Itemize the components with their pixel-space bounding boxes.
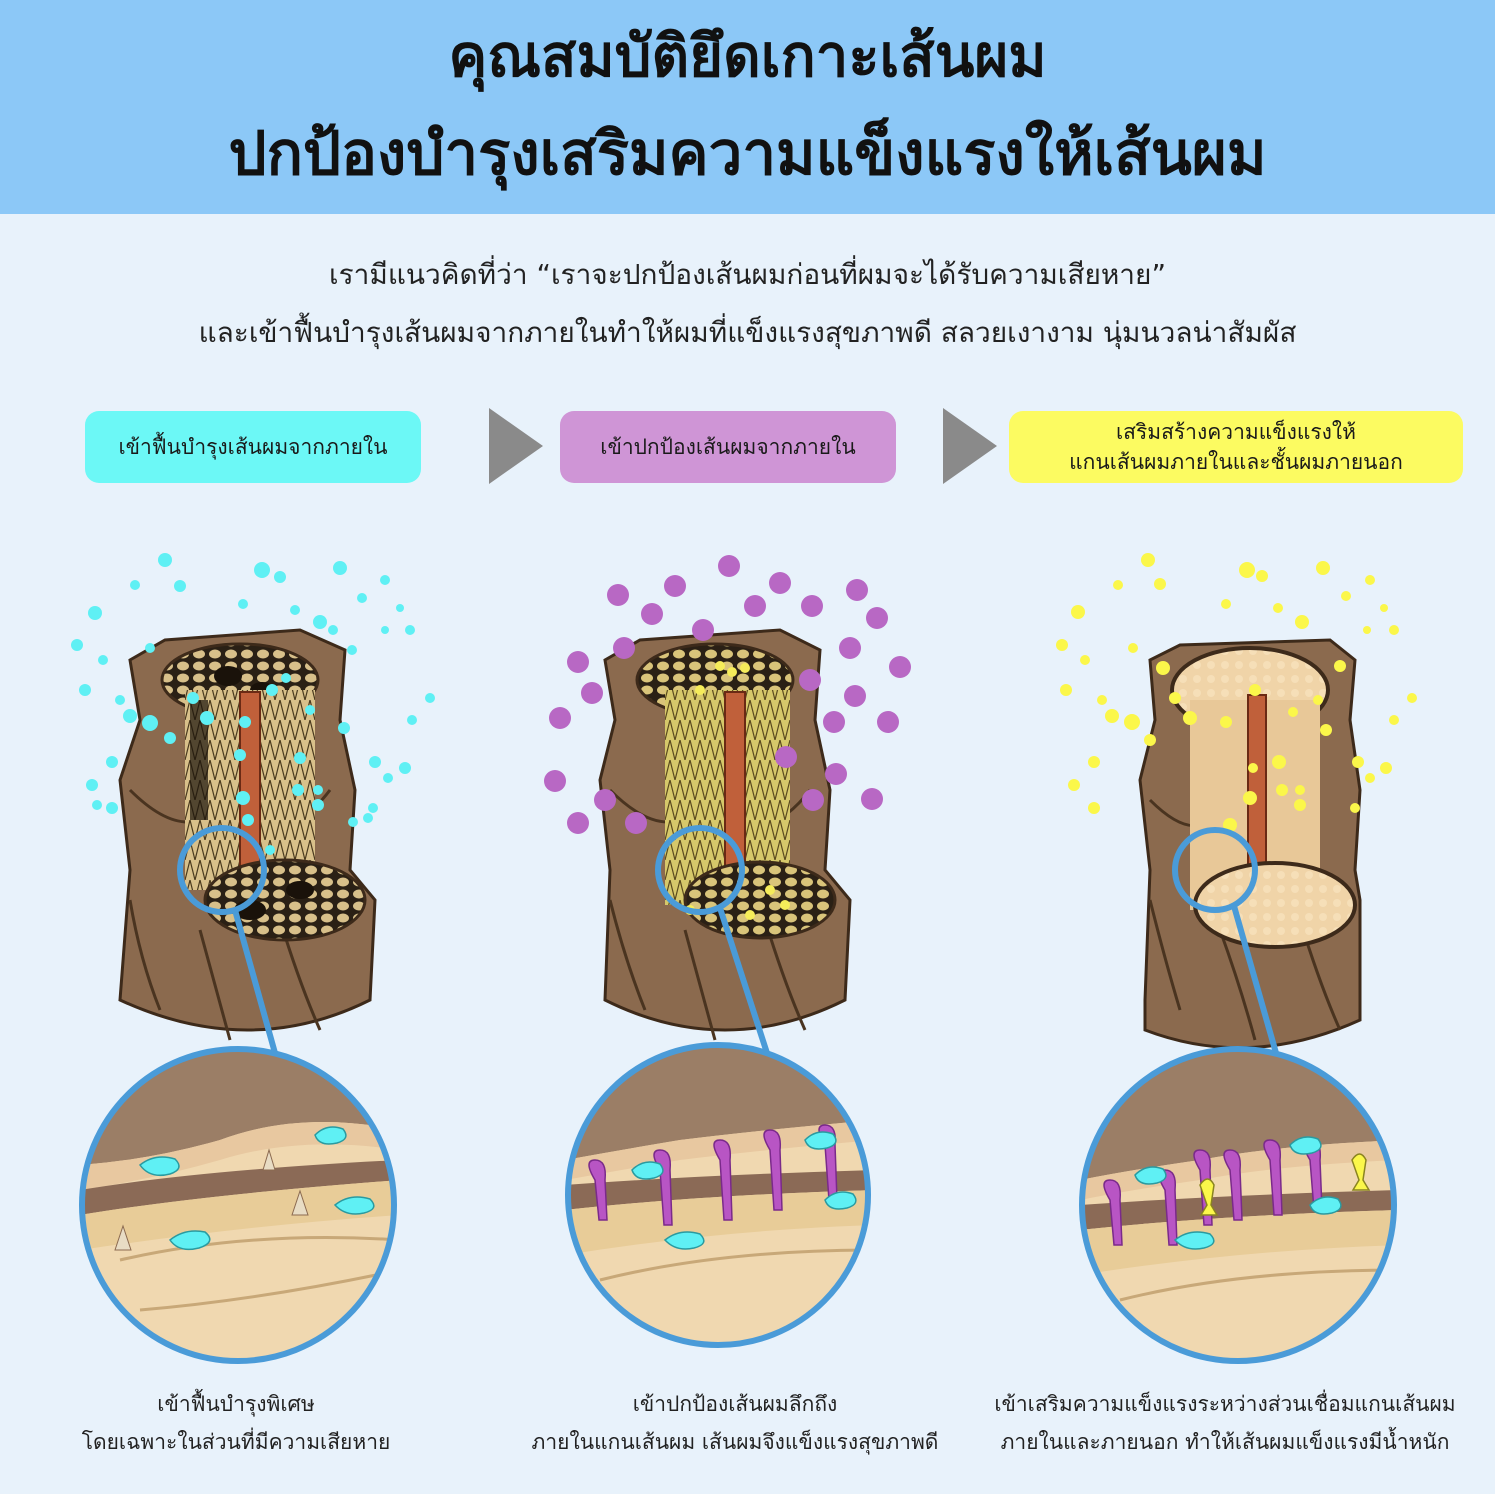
step3-caption-line1: เข้าเสริมความแข็งแรงระหว่างส่วนเชื่อมแกน… bbox=[994, 1392, 1456, 1416]
step1-caption: เข้าฟื้นบำรุงพิเศษ โดยเฉพาะในส่วนที่มีคว… bbox=[40, 1385, 432, 1461]
step1-caption-line2: โดยเฉพาะในส่วนที่มีความเสียหาย bbox=[81, 1430, 391, 1454]
zoom-view-strengthened bbox=[1082, 1049, 1394, 1361]
cyan-particles bbox=[71, 553, 435, 855]
arrow-right-icon bbox=[943, 408, 997, 484]
intro-line1: เรามีแนวคิดที่ว่า “เราจะปกป้องเส้นผมก่อน… bbox=[329, 258, 1166, 291]
step3-label-line1: เสริมสร้างความแข็งแรงให้ bbox=[1115, 420, 1357, 444]
step1-label-text: เข้าฟื้นบำรุงเส้นผมจากภายใน bbox=[118, 435, 388, 459]
step3-label: เสริมสร้างความแข็งแรงให้ แกนเส้นผมภายในแ… bbox=[1009, 411, 1463, 483]
step2-caption-line1: เข้าปกป้องเส้นผมลึกถึง bbox=[632, 1392, 838, 1416]
step1-caption-line1: เข้าฟื้นบำรุงพิเศษ bbox=[157, 1392, 315, 1416]
step2-label: เข้าปกป้องเส้นผมจากภายใน bbox=[560, 411, 896, 483]
page-title-line1: คุณสมบัติยึดเกาะเส้นผม bbox=[448, 22, 1047, 90]
purple-particles bbox=[544, 555, 911, 834]
arrow-right-icon bbox=[489, 408, 543, 484]
step1-label: เข้าฟื้นบำรุงเส้นผมจากภายใน bbox=[85, 411, 421, 483]
page-title-line2: ปกป้องบำรุงเสริมความแข็งแรงให้เส้นผม bbox=[228, 119, 1267, 189]
step2-caption-line2: ภายในแกนเส้นผม เส้นผมจึงแข็งแรงสุขภาพดี bbox=[531, 1430, 939, 1454]
header-banner: คุณสมบัติยึดเกาะเส้นผม ปกป้องบำรุงเสริมค… bbox=[0, 0, 1495, 214]
intro-line2: และเข้าฟื้นบำรุงเส้นผมจากภายในทำให้ผมที่… bbox=[198, 316, 1297, 349]
step3-label-line2: แกนเส้นผมภายในและชั้นผมภายนอก bbox=[1069, 450, 1403, 474]
zoom-frame-2 bbox=[565, 1042, 871, 1348]
step2-label-text: เข้าปกป้องเส้นผมจากภายใน bbox=[600, 435, 856, 459]
zoom-frame-1 bbox=[79, 1046, 397, 1364]
damaged-hair-strand bbox=[118, 628, 377, 1041]
protected-hair-strand bbox=[598, 628, 852, 1041]
zoom-view-damaged bbox=[82, 1049, 394, 1361]
magnifier-connectors bbox=[177, 825, 1279, 1054]
yellow-particles bbox=[1056, 553, 1417, 832]
zoom-frame-3 bbox=[1079, 1046, 1397, 1364]
step3-caption-line2: ภายในและภายนอก ทำให้เส้นผมแข็งแรงมีน้ำหน… bbox=[1000, 1430, 1450, 1454]
zoom-view-protected bbox=[568, 1045, 868, 1345]
step2-caption: เข้าปกป้องเส้นผมลึกถึง ภายในแกนเส้นผม เส… bbox=[500, 1385, 970, 1461]
step3-caption: เข้าเสริมความแข็งแรงระหว่างส่วนเชื่อมแกน… bbox=[975, 1385, 1475, 1461]
